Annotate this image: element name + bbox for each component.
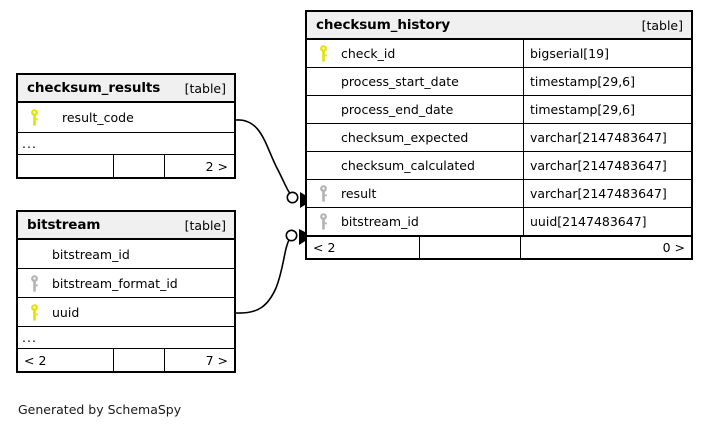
table-row[interactable]: process_start_date timestamp[29,6] xyxy=(307,68,691,96)
table-row[interactable]: result_code xyxy=(18,103,234,133)
column-type: timestamp[29,6] xyxy=(523,96,691,123)
column-name-cell: result_code xyxy=(18,103,234,132)
table-header-bitstream: bitstream [table] xyxy=(18,212,234,240)
table-row[interactable]: result varchar[2147483647] xyxy=(307,180,691,208)
column-type: uuid[2147483647] xyxy=(523,208,691,235)
column-name-cell: process_start_date xyxy=(307,68,523,95)
column-name: check_id xyxy=(341,46,396,61)
generated-by-caption: Generated by SchemaSpy xyxy=(18,402,182,417)
more-columns-indicator[interactable]: ... xyxy=(18,133,234,155)
column-name: checksum_expected xyxy=(341,130,469,145)
foreign-key-icon xyxy=(313,185,333,202)
column-name-cell: check_id xyxy=(307,40,523,67)
table-header-checksum-history: checksum_history [table] xyxy=(307,12,691,40)
column-name-cell: bitstream_id xyxy=(307,208,523,235)
column-name-cell: uuid xyxy=(18,298,234,326)
column-name: uuid xyxy=(52,304,80,320)
table-title: checksum_history xyxy=(316,17,451,33)
column-name: process_end_date xyxy=(341,102,454,117)
table-row[interactable]: checksum_calculated varchar[2147483647] xyxy=(307,152,691,180)
footer-outgoing-count[interactable]: 7 > xyxy=(205,352,228,368)
table-row[interactable]: bitstream_format_id xyxy=(18,269,234,298)
column-name-cell: checksum_calculated xyxy=(307,152,523,179)
footer-incoming-count[interactable]: < 2 xyxy=(307,237,420,258)
column-name: result xyxy=(341,186,377,201)
footer-middle xyxy=(114,349,165,371)
foreign-key-icon xyxy=(24,274,44,292)
column-type: varchar[2147483647] xyxy=(523,124,691,151)
column-name: checksum_calculated xyxy=(341,158,475,173)
table-footer-bitstream: < 2 7 > xyxy=(18,349,234,371)
primary-key-icon xyxy=(24,303,44,321)
table-row[interactable]: uuid xyxy=(18,298,234,327)
column-type: varchar[2147483647] xyxy=(523,152,691,179)
table-row[interactable]: process_end_date timestamp[29,6] xyxy=(307,96,691,124)
column-name-cell: bitstream_id xyxy=(18,240,234,268)
edge-checksum-results-to-checksum-history xyxy=(235,119,293,197)
more-columns-indicator[interactable]: ... xyxy=(18,327,234,349)
edge-endpoint-circle-result xyxy=(286,191,299,204)
footer-outgoing-count[interactable]: 0 > xyxy=(662,240,685,255)
column-name: bitstream_id xyxy=(341,214,419,229)
footer-incoming-count[interactable] xyxy=(18,155,114,177)
edge-endpoint-circle-bitstream xyxy=(285,229,298,242)
column-type: timestamp[29,6] xyxy=(523,68,691,95)
table-bitstream[interactable]: bitstream [table] bitstream_id bit xyxy=(16,210,236,373)
foreign-key-icon xyxy=(313,213,333,230)
column-name-cell: bitstream_format_id xyxy=(18,269,234,297)
primary-key-icon xyxy=(313,45,333,62)
footer-incoming-count[interactable]: < 2 xyxy=(18,349,114,371)
column-name: bitstream_format_id xyxy=(52,275,178,291)
table-title: checksum_results xyxy=(27,80,161,96)
column-name-cell: process_end_date xyxy=(307,96,523,123)
column-name-cell: checksum_expected xyxy=(307,124,523,151)
column-name: bitstream_id xyxy=(52,246,130,262)
table-footer-checksum-results: 2 > xyxy=(18,155,234,177)
table-header-checksum-results: checksum_results [table] xyxy=(18,75,234,103)
column-type: bigserial[19] xyxy=(523,40,691,67)
table-checksum-history[interactable]: checksum_history [table] check_id bigser… xyxy=(305,10,693,260)
table-kind-label: [table] xyxy=(184,80,226,96)
footer-outgoing-count[interactable]: 2 > xyxy=(205,158,228,174)
table-row[interactable]: bitstream_id xyxy=(18,240,234,269)
edge-bitstream-to-checksum-history xyxy=(235,237,291,314)
table-checksum-results[interactable]: checksum_results [table] result_code ... xyxy=(16,73,236,179)
table-row[interactable]: checksum_expected varchar[2147483647] xyxy=(307,124,691,152)
column-type: varchar[2147483647] xyxy=(523,180,691,207)
table-row[interactable]: check_id bigserial[19] xyxy=(307,40,691,68)
primary-key-icon xyxy=(24,109,44,126)
column-name: result_code xyxy=(62,110,134,125)
column-name-cell: result xyxy=(307,180,523,207)
table-title: bitstream xyxy=(27,217,101,233)
table-kind-label: [table] xyxy=(184,217,226,233)
footer-middle xyxy=(420,237,521,258)
table-footer-checksum-history: < 2 0 > xyxy=(307,236,691,258)
footer-middle xyxy=(114,155,165,177)
column-name: process_start_date xyxy=(341,74,459,89)
table-row[interactable]: bitstream_id uuid[2147483647] xyxy=(307,208,691,236)
table-kind-label: [table] xyxy=(641,17,683,33)
